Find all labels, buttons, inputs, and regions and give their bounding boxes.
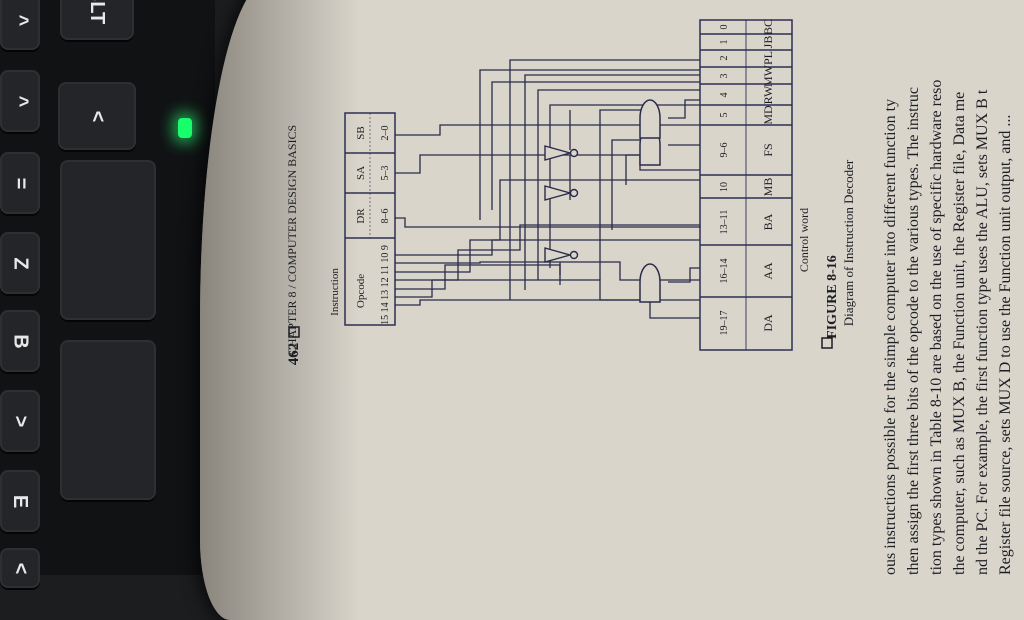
figure-diagram: 462 CHAPTER 8 / COMPUTER DESIGN BASICS I… <box>285 19 1014 575</box>
control-field-name: MD <box>761 105 775 125</box>
and-gate-icon <box>639 263 661 303</box>
sb-label: SB <box>355 126 367 139</box>
control-field-bits: 9–6 <box>719 143 730 158</box>
control-field-bits: 1 <box>719 40 730 45</box>
control-field-bits: 5 <box>719 113 730 118</box>
power-led <box>178 118 192 138</box>
body-text-line: tion types shown in Table 8-10 are based… <box>928 80 945 575</box>
keyboard-key: ^ <box>0 0 40 50</box>
body-text-line: Register file source, sets MUX D to use … <box>997 115 1014 575</box>
not-gate-icon <box>544 185 579 201</box>
keyboard-key: BLT <box>60 0 134 40</box>
page-curl-shadow <box>200 0 360 620</box>
page-number: 462 <box>286 343 302 366</box>
control-word-label: Control word <box>797 208 811 272</box>
running-head: CHAPTER 8 / COMPUTER DESIGN BASICS <box>285 125 299 355</box>
control-field-bits: 13–11 <box>719 210 730 235</box>
not-gate-icon <box>544 145 579 161</box>
decoder-wiring <box>395 59 701 319</box>
body-text-line: nd the PC. For example, the first functi… <box>974 89 991 575</box>
control-field-name: BA <box>761 213 775 230</box>
keyboard-key: = <box>0 152 40 214</box>
control-field-bits: 19–17 <box>719 311 730 336</box>
keyboard: BLT ^ < ^ = Z B > E < <box>0 0 215 588</box>
keyboard-key <box>60 160 156 320</box>
keyboard-key <box>60 340 156 500</box>
control-field-name: AA <box>761 262 775 280</box>
figure-caption: Diagram of Instruction Decoder <box>841 159 856 326</box>
keyboard-key: > <box>0 390 40 452</box>
square-bullet-icon <box>288 326 300 338</box>
control-field-name: MW <box>761 64 775 87</box>
body-text-line: the computer, such as MUX B, the Functio… <box>951 92 968 575</box>
sa-label: SA <box>355 166 367 180</box>
control-field-name: MB <box>761 178 775 197</box>
control-field-name: BC <box>761 19 775 35</box>
instruction-label: Instruction <box>329 268 341 316</box>
control-field-bits: 2 <box>719 56 730 61</box>
body-text-line: then assign the first three bits of the … <box>905 87 922 575</box>
control-word-register <box>699 19 793 351</box>
and-gate-icon <box>639 99 661 139</box>
not-gate-icon <box>544 247 579 263</box>
control-field-name: FS <box>761 143 775 156</box>
control-field-bits: 4 <box>719 93 730 98</box>
control-field-name: RW <box>761 85 775 104</box>
opcode-bits: 15 14 13 12 11 10 9 <box>380 245 391 325</box>
control-field-bits: 16–14 <box>719 259 730 284</box>
square-bullet-icon <box>821 337 833 349</box>
keyboard-key: ^ <box>0 70 40 132</box>
dr-bits: 8–6 <box>380 209 391 224</box>
control-field-bits: 10 <box>719 182 730 192</box>
opcode-label: Opcode <box>355 274 367 308</box>
control-field-name: PL <box>761 51 775 65</box>
keyboard-key: B <box>0 310 40 372</box>
instruction-register <box>344 112 396 326</box>
textbook-page <box>200 0 1024 620</box>
figure-label: FIGURE 8-16 <box>825 255 840 339</box>
keyboard-key: Z <box>0 232 40 294</box>
sa-bits: 5–3 <box>380 166 391 181</box>
sb-bits: 2–0 <box>380 126 391 141</box>
keyboard-key: < <box>58 82 136 150</box>
control-field-name: DA <box>761 314 775 332</box>
control-field-name: JB <box>761 36 775 49</box>
control-field-bits: 0 <box>719 25 730 30</box>
control-field-bits: 3 <box>719 74 730 79</box>
keyboard-key: E <box>0 470 40 532</box>
body-text-line: ous instructions possible for the simple… <box>882 99 899 575</box>
dr-label: DR <box>355 208 367 224</box>
